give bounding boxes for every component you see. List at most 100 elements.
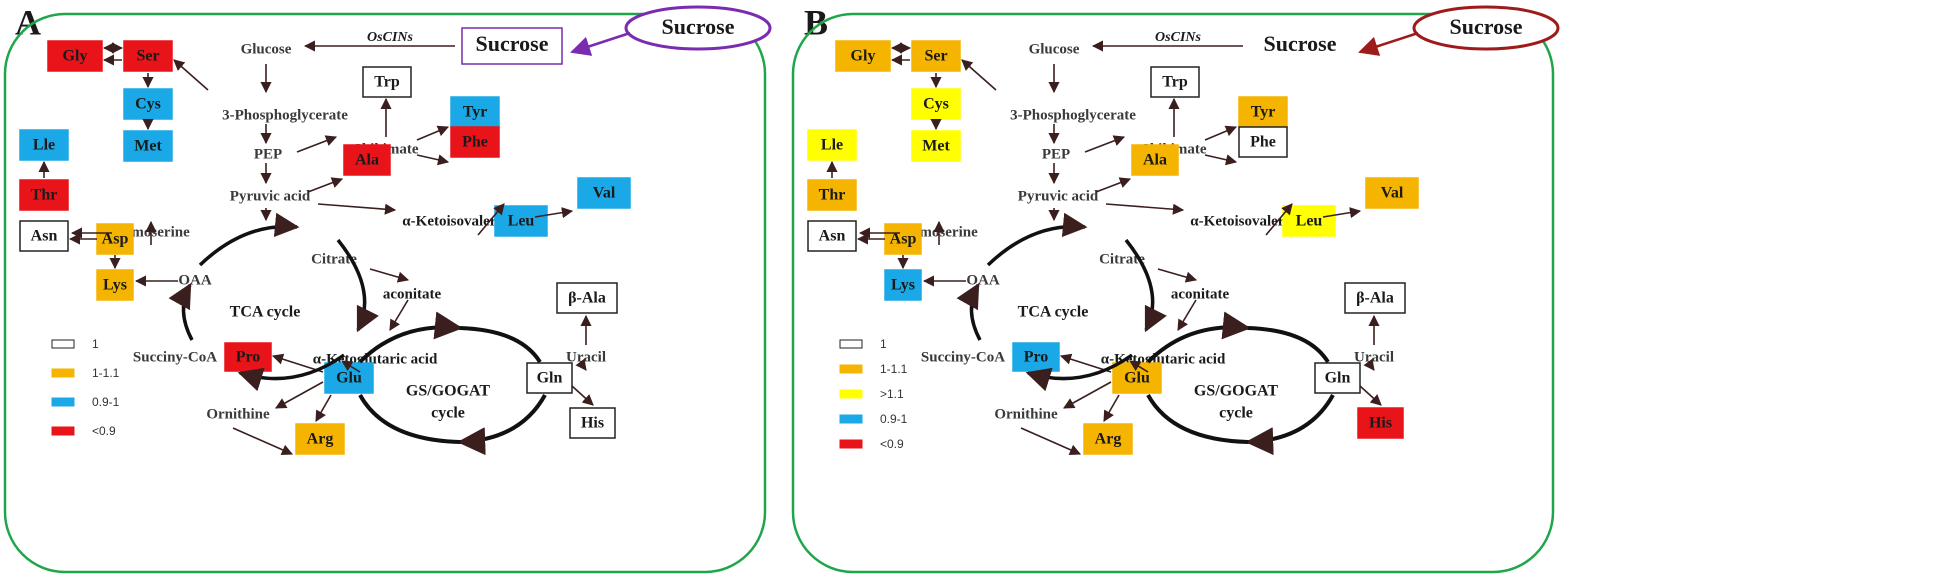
label-aconitate: aconitate bbox=[1171, 286, 1230, 302]
sucrose-import-arrow bbox=[570, 31, 631, 56]
box-label-gln: Gln bbox=[537, 370, 563, 387]
label-succinyl-coa: Succiny-CoA bbox=[133, 349, 217, 365]
box-label-gln: Gln bbox=[1325, 370, 1351, 387]
label-glucose: Glucose bbox=[241, 41, 292, 57]
label-oaa: OAA bbox=[178, 272, 212, 288]
box-label-cys: Cys bbox=[923, 96, 949, 113]
internal-sucrose-label: Sucrose bbox=[476, 31, 549, 56]
cell-frame bbox=[791, 12, 1555, 574]
label-pyruvic-acid: Pyruvic acid bbox=[230, 188, 311, 204]
label-gs-gogat-cycle: cycle bbox=[431, 405, 465, 422]
ketoiso-to-leu-arrow bbox=[1265, 203, 1293, 236]
box-gly: Gly bbox=[835, 40, 891, 72]
pyruvate-to-ketoiso-arrow bbox=[1105, 203, 1185, 215]
ketoiso-to-val-arrow bbox=[534, 207, 574, 219]
box-asn: Asn bbox=[807, 220, 857, 252]
glu-to-arg-arrow bbox=[1103, 394, 1120, 422]
external-sucrose-ellipse bbox=[1412, 5, 1560, 51]
box-his: His bbox=[1357, 407, 1404, 439]
box-label-tyr: Tyr bbox=[1251, 104, 1276, 121]
box-glu: Glu bbox=[324, 362, 374, 394]
legend-label-1: 1-1.1 bbox=[92, 366, 120, 380]
ketoiso-to-leu-arrow bbox=[477, 203, 505, 236]
box-label-cys: Cys bbox=[135, 96, 161, 113]
box-label-his: His bbox=[581, 415, 604, 432]
box-tyr: Tyr bbox=[450, 96, 500, 128]
box-met: Met bbox=[123, 130, 173, 162]
label-citrate: Citrate bbox=[1099, 251, 1145, 267]
label-aconitate: aconitate bbox=[383, 286, 442, 302]
label-3-phosphoglycerate: 3-Phosphoglycerate bbox=[1010, 107, 1136, 123]
legend-swatch-4 bbox=[839, 439, 863, 449]
box-label-val: Val bbox=[593, 185, 616, 202]
box-label-trp: Trp bbox=[374, 74, 400, 91]
internal-sucrose-box bbox=[461, 27, 563, 65]
pg-to-ser-arrow bbox=[173, 59, 209, 91]
label-ornithine: Ornithine bbox=[206, 406, 270, 422]
cell-frame bbox=[3, 12, 767, 574]
box-label-lys: Lys bbox=[103, 277, 127, 294]
label-gs-gogat-cycle: cycle bbox=[1219, 405, 1253, 422]
citrate-to-aconitate-arrow bbox=[369, 268, 410, 283]
box-lle: Lle bbox=[807, 129, 857, 161]
box-pro: Pro bbox=[224, 342, 272, 372]
ketoiso-to-val-arrow bbox=[1322, 207, 1362, 219]
gln-to-his-arrow bbox=[1359, 385, 1382, 406]
box-label-gly: Gly bbox=[851, 48, 876, 65]
legend: 11-1.1>1.10.9-1<0.9 bbox=[839, 337, 908, 451]
box-phe: Phe bbox=[450, 126, 500, 158]
legend-swatch-3 bbox=[839, 414, 863, 424]
legend-label-4: <0.9 bbox=[880, 437, 904, 451]
box-met: Met bbox=[911, 130, 961, 162]
box-arg: Arg bbox=[295, 423, 345, 455]
box-lys: Lys bbox=[96, 269, 134, 301]
legend-swatch-2 bbox=[51, 397, 75, 407]
external-sucrose-ellipse bbox=[624, 5, 772, 51]
box-lle: Lle bbox=[19, 129, 69, 161]
label-citrate: Citrate bbox=[311, 251, 357, 267]
internal-sucrose-label: Sucrose bbox=[1264, 31, 1337, 56]
legend-label-3: <0.9 bbox=[92, 424, 116, 438]
box-arg: Arg bbox=[1083, 423, 1133, 455]
external-sucrose-label: Sucrose bbox=[662, 14, 735, 39]
aconitate-to-ketoglutarate-arrow bbox=[389, 299, 409, 331]
box-label-asn: Asn bbox=[819, 228, 846, 245]
legend-label-1: 1-1.1 bbox=[880, 362, 908, 376]
pep-to-skikimate-arrow bbox=[296, 135, 338, 153]
gs-gogat-ring bbox=[358, 311, 547, 456]
box-bala: β-Ala bbox=[1344, 282, 1406, 314]
skikimate-to-tyr-arrow bbox=[416, 125, 450, 141]
box-label-bala: β-Ala bbox=[568, 290, 606, 307]
ketoglutarate-to-glu-arrow bbox=[341, 360, 361, 373]
box-ser: Ser bbox=[123, 40, 173, 72]
box-label-pro: Pro bbox=[1024, 349, 1049, 366]
legend-swatch-3 bbox=[51, 426, 75, 436]
legend-label-2: >1.1 bbox=[880, 387, 904, 401]
box-lys: Lys bbox=[884, 269, 922, 301]
pg-to-ser-arrow bbox=[961, 59, 997, 91]
aconitate-to-ketoglutarate-arrow bbox=[1177, 299, 1197, 331]
box-cys: Cys bbox=[911, 88, 961, 120]
legend-swatch-2 bbox=[839, 389, 863, 399]
box-glu: Glu bbox=[1112, 362, 1162, 394]
gln-to-his-arrow bbox=[571, 385, 594, 406]
label-oaa: OAA bbox=[966, 272, 1000, 288]
box-asn: Asn bbox=[19, 220, 69, 252]
legend-swatch-1 bbox=[51, 368, 75, 378]
legend: 11-1.10.9-1<0.9 bbox=[51, 337, 120, 438]
box-gln: Gln bbox=[1314, 362, 1361, 394]
tca-cycle-ring bbox=[956, 212, 1167, 392]
box-label-his: His bbox=[1369, 415, 1392, 432]
pep-to-skikimate-arrow bbox=[1084, 135, 1126, 153]
legend-label-3: 0.9-1 bbox=[880, 412, 908, 426]
box-ala: Ala bbox=[1131, 144, 1179, 176]
box-his: His bbox=[569, 407, 616, 439]
glu-to-arg-arrow bbox=[315, 394, 332, 422]
box-label-lle: Lle bbox=[821, 137, 843, 154]
box-asp: Asp bbox=[96, 223, 134, 255]
box-phe: Phe bbox=[1238, 126, 1288, 158]
box-asp: Asp bbox=[884, 223, 922, 255]
box-label-glu: Glu bbox=[336, 370, 362, 387]
